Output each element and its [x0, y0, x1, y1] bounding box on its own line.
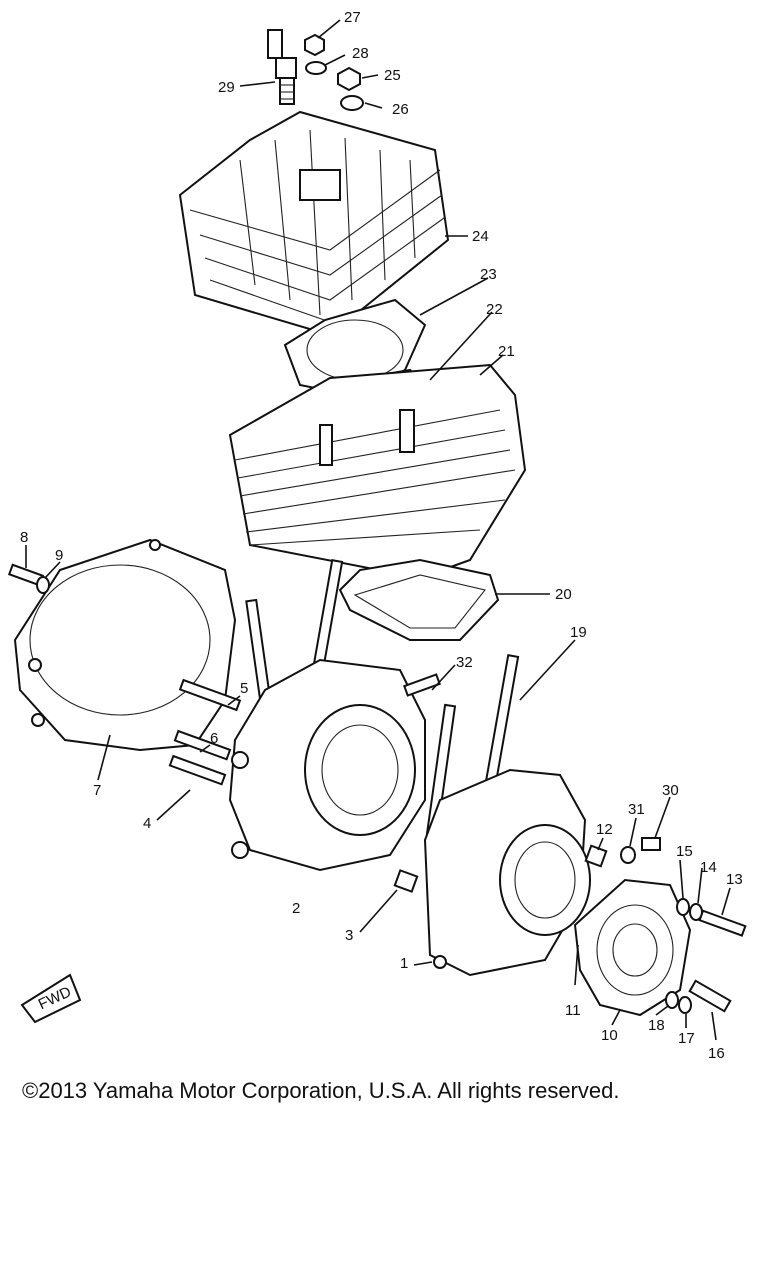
- leader-lines: [25, 19, 731, 1041]
- crankcase-right: [423, 768, 591, 977]
- callout-19: 19: [570, 624, 587, 641]
- callout-18: 18: [648, 1017, 665, 1034]
- callout-14: 14: [700, 859, 717, 876]
- callout-3: 3: [345, 927, 353, 944]
- callout-13: 13: [726, 871, 743, 888]
- crankcase-left: [228, 658, 426, 872]
- callout-2: 2: [292, 900, 300, 917]
- bearing-housing: [573, 878, 692, 1017]
- callout-6: 6: [210, 730, 218, 747]
- callout-10: 10: [601, 1027, 618, 1044]
- callout-31: 31: [628, 801, 645, 818]
- head-nuts-washers: [304, 33, 364, 111]
- callout-21: 21: [498, 343, 515, 360]
- callout-32: 32: [456, 654, 473, 671]
- callout-15: 15: [676, 843, 693, 860]
- spark-plug: [267, 29, 297, 105]
- callout-25: 25: [384, 67, 401, 84]
- forward-arrow-icon: FWD: [20, 973, 82, 1024]
- magneto-cover: [13, 538, 237, 752]
- callout-7: 7: [93, 782, 101, 799]
- bolts-washers: [7, 563, 747, 1014]
- exploded-parts-diagram: FWD 1 2 3: [7, 9, 747, 1060]
- callout-17: 17: [678, 1030, 695, 1047]
- callout-9: 9: [55, 547, 63, 564]
- cylinder: [228, 363, 527, 580]
- callout-23: 23: [480, 266, 497, 283]
- callout-29: 29: [218, 79, 235, 96]
- callout-27: 27: [344, 9, 361, 26]
- callout-26: 26: [392, 101, 409, 118]
- callout-12: 12: [596, 821, 613, 838]
- callout-30: 30: [662, 782, 679, 799]
- callout-labels: 1 2 3 4 5 6 7 8 9 10 11 12 13 14 15 16 1…: [20, 9, 743, 1060]
- callout-5: 5: [240, 680, 248, 697]
- exhaust-gasket: [338, 558, 500, 641]
- copyright-notice: ©2013 Yamaha Motor Corporation, U.S.A. A…: [22, 1078, 620, 1103]
- callout-20: 20: [555, 586, 572, 603]
- cylinder-head: [178, 110, 450, 337]
- callout-22: 22: [486, 301, 503, 318]
- callout-8: 8: [20, 529, 28, 546]
- callout-28: 28: [352, 45, 369, 62]
- callout-16: 16: [708, 1045, 725, 1060]
- callout-24: 24: [472, 228, 489, 245]
- callout-11: 11: [565, 1002, 581, 1019]
- callout-1: 1: [400, 955, 408, 972]
- callout-4: 4: [143, 815, 151, 832]
